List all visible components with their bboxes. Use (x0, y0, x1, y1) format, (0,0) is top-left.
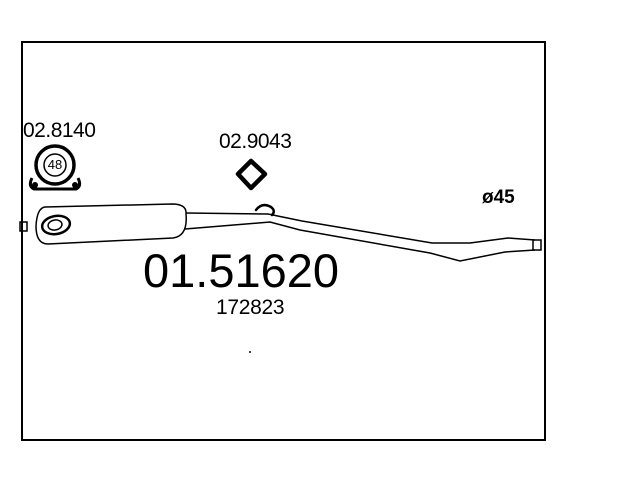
drawing-frame (21, 41, 546, 441)
dot-mark (249, 351, 251, 353)
inlet-stub (19, 221, 28, 232)
silencer-body (35, 203, 187, 245)
gasket-icon (235, 158, 268, 191)
clamp-size-label: 48 (47, 157, 63, 172)
gasket-part-code: 02.9043 (219, 130, 292, 153)
tail-pipe-top (185, 212, 536, 244)
mounting-hook (254, 203, 275, 217)
reference-number: 172823 (216, 296, 285, 319)
clamp-part-code: 02.8140 (23, 119, 96, 142)
pipe-diameter-label: ø45 (482, 187, 515, 208)
tail-pipe-bottom (184, 221, 536, 262)
silencer-inlet (40, 214, 72, 236)
main-part-number: 01.51620 (143, 244, 340, 297)
silencer-inlet-inner (47, 219, 63, 231)
pipe-clamp-icon (28, 144, 82, 191)
outlet-end (532, 239, 542, 251)
